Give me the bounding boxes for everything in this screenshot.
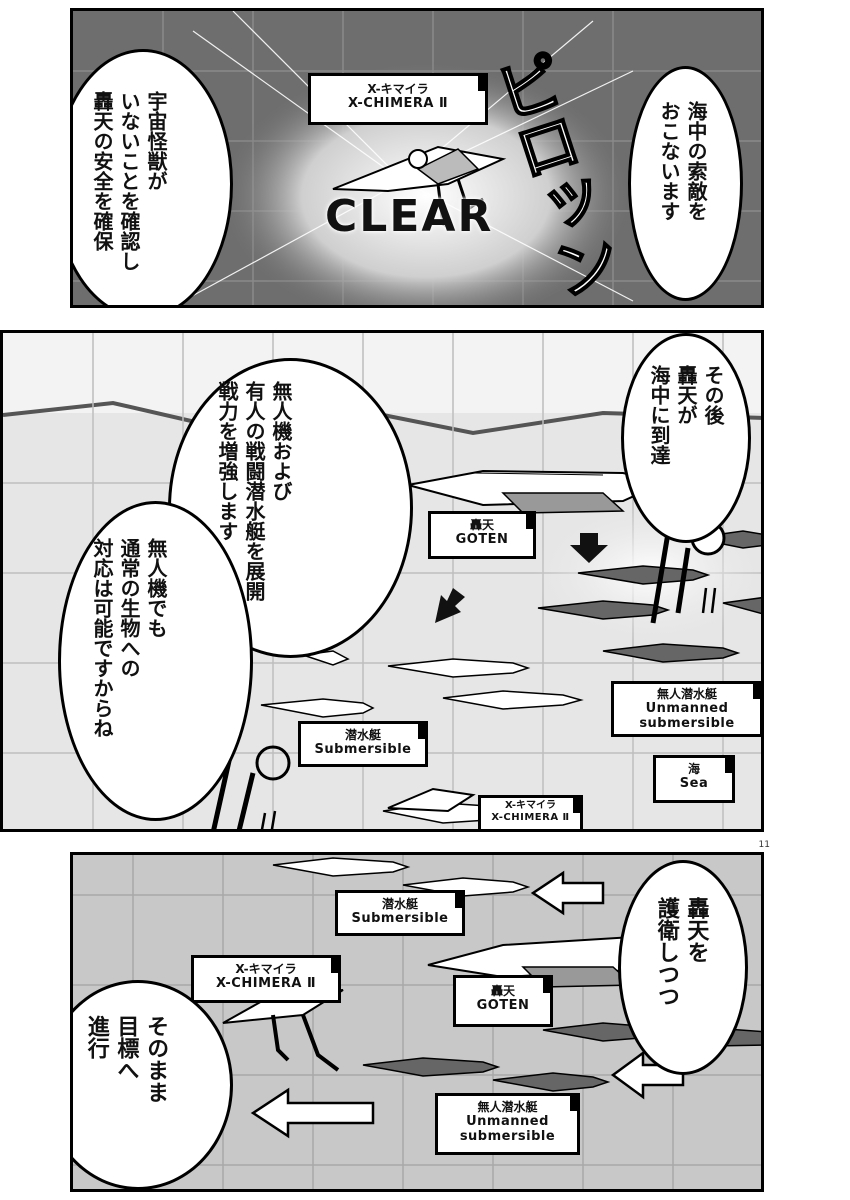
x-chimera-craft bbox=[332, 145, 507, 231]
tag-goten: 轟天 GOTEN bbox=[428, 511, 536, 559]
tag-unmanned-submersible: 無人潜水艇 Unmanned submersible bbox=[435, 1093, 580, 1155]
tag-goten-en: GOTEN bbox=[476, 998, 530, 1013]
tag-submersible-en: Submersible bbox=[314, 742, 412, 757]
tag-submersible: 潜水艇 Submersible bbox=[298, 721, 428, 767]
arrow-left-icon bbox=[250, 1087, 375, 1139]
bubble-right-text: その後 轟天が 海中に到達 bbox=[647, 365, 725, 465]
tag-sea: 海 Sea bbox=[653, 755, 735, 803]
bubble-left-text: 無人機でも 通常の生物への 対応は可能ですからね bbox=[90, 538, 168, 738]
tag-x-chimera-en: X-CHIMERA Ⅱ bbox=[347, 96, 449, 111]
tag-x-chimera-en: X-CHIMERA Ⅱ bbox=[491, 812, 570, 823]
speech-bubble-left bbox=[73, 980, 233, 1189]
speech-bubble-left bbox=[58, 501, 253, 821]
tag-unmanned-jp: 無人潜水艇 bbox=[477, 1100, 538, 1114]
tag-unmanned-en2: submersible bbox=[639, 716, 735, 731]
speech-bubble-left bbox=[73, 49, 233, 305]
tag-goten-en: GOTEN bbox=[455, 532, 509, 547]
tag-unmanned-en1: Unmanned bbox=[466, 1114, 549, 1129]
tag-sea-en: Sea bbox=[679, 776, 709, 791]
bubble-right-text: 海中の索敵を おこないます bbox=[657, 101, 708, 221]
arrow-left-icon bbox=[610, 1050, 685, 1100]
tag-x-chimera-jp: X-キマイラ bbox=[367, 82, 429, 96]
tag-submersible-jp: 潜水艇 bbox=[381, 897, 418, 911]
arrow-left-icon bbox=[530, 870, 605, 916]
bubble-left-text: 宇宙怪獣が いないことを確認し 轟天の安全を確保 bbox=[90, 91, 168, 271]
tag-submersible-jp: 潜水艇 bbox=[344, 728, 381, 742]
arrow-down-icon bbox=[570, 533, 608, 563]
goten-carrier bbox=[407, 469, 667, 514]
clear-text: CLEAR bbox=[325, 191, 494, 242]
tag-x-chimera-jp: X-キマイラ bbox=[504, 800, 557, 811]
tag-goten-jp: 轟天 bbox=[469, 518, 494, 532]
tag-unmanned-submersible: 無人潜水艇 Unmanned submersible bbox=[611, 681, 761, 737]
radar-ping-icon bbox=[255, 745, 291, 781]
tag-goten-jp: 轟天 bbox=[490, 984, 515, 998]
tag-x-chimera-en: X-CHIMERA Ⅱ bbox=[215, 976, 317, 991]
tag-submersible: 潜水艇 Submersible bbox=[335, 890, 465, 936]
tag-sea-jp: 海 bbox=[687, 762, 700, 776]
page-number: 11 bbox=[758, 840, 770, 850]
tag-x-chimera: X-キマイラ X-CHIMERA Ⅱ bbox=[308, 73, 488, 125]
tag-x-chimera: X-キマイラ X-CHIMERA Ⅱ bbox=[478, 795, 583, 829]
panel-3: 潜水艇 Submersible 轟天 GOTEN X-キマイラ X-CHIMER… bbox=[70, 852, 764, 1192]
panel-2: 轟天 GOTEN 潜水艇 Submersible 無人潜水艇 Unmanned … bbox=[0, 330, 764, 832]
tag-unmanned-en2: submersible bbox=[459, 1129, 556, 1144]
tag-goten: 轟天 GOTEN bbox=[453, 975, 553, 1027]
tag-x-chimera-jp: X-キマイラ bbox=[235, 962, 297, 976]
tag-unmanned-en1: Unmanned bbox=[645, 701, 729, 716]
arrow-down-icon bbox=[435, 588, 465, 623]
panel-1: CLEAR X-キマイラ X-CHIMERA Ⅱ ピロッン 宇宙怪獣が いないこ… bbox=[70, 8, 764, 308]
speech-bubble-right bbox=[618, 860, 748, 1075]
tag-x-chimera: X-キマイラ X-CHIMERA Ⅱ bbox=[191, 955, 341, 1003]
bubble-right-text: 轟天を 護衛しつつ bbox=[653, 897, 709, 1007]
bubble-left-text: そのまま 目標へ 進行 bbox=[83, 1015, 169, 1103]
tag-submersible-en: Submersible bbox=[351, 911, 449, 926]
speech-bubble-right bbox=[621, 333, 751, 543]
speech-bubble-right bbox=[628, 66, 743, 301]
bubble-main-text: 無人機および 有人の戦闘潜水艇を展開 戦力を増強します bbox=[215, 381, 293, 601]
tag-unmanned-jp: 無人潜水艇 bbox=[656, 687, 717, 701]
